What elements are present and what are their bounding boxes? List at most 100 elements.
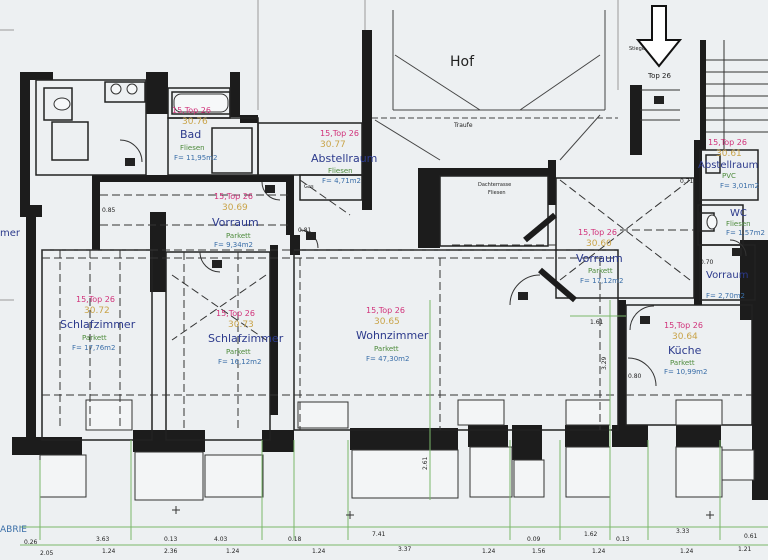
door-swings: [119, 139, 747, 387]
dim-top-6: 7.41: [372, 531, 386, 538]
room-area-vorraum-1: F= 9,34m2: [214, 241, 253, 249]
entrance-arrow-icon: [635, 5, 683, 68]
room-top-vorraum-2: 15,Top 26: [578, 228, 617, 237]
dim-top-8: 1.62: [584, 531, 598, 538]
room-code-abstellraum-2: 30.61: [716, 149, 742, 159]
dim-bottom-11: 1.21: [738, 546, 752, 553]
room-floor-schlafzimmer-2: Parkett: [226, 348, 251, 356]
room-area-wc: F= 1,57m2: [726, 229, 765, 237]
room-area-kueche: F= 10,99m2: [664, 368, 707, 376]
entrance-label: Top 26: [647, 72, 671, 80]
door-mark-4: 0.70: [700, 259, 714, 266]
dim-bottom-3: 2.36: [164, 548, 178, 555]
room-area-abstellraum: F= 4,71m2: [322, 177, 361, 185]
terrace-label-line1: Dachterrasse: [478, 182, 511, 188]
room-floor-abstellraum-2: PVC: [722, 172, 736, 180]
room-top-abstellraum: 15,Top 26: [320, 129, 359, 138]
room-code-wohnzimmer: 30.65: [374, 317, 400, 327]
room-floor-abstellraum: Fliesen: [328, 167, 353, 175]
gas-label: Gas: [304, 184, 314, 190]
dashed-beam-lines: [42, 179, 752, 430]
courtyard-lines: [372, 10, 618, 161]
door-mark-2: 0.81: [298, 227, 312, 234]
room-code-schlafzimmer-2: 30.73: [228, 320, 254, 330]
dim-bottom-8: 1.56: [532, 548, 546, 555]
room-code-kueche: 30.64: [672, 332, 698, 342]
room-name-vorraum-2: Vorraum: [576, 252, 623, 265]
dim-bottom-7: 1.24: [482, 548, 496, 555]
room-name-wc: WC: [730, 208, 747, 219]
dim-top-1: 0.26: [24, 539, 38, 546]
dim-bottom-4: 1.24: [226, 548, 240, 555]
room-area-vorraum-2: F= 17,12m2: [580, 277, 623, 285]
room-area-vorraum-3: F= 2,70m2: [706, 292, 745, 300]
terrace-label-line2: Fliesen: [488, 190, 506, 196]
dim-bottom-9: 1.24: [592, 548, 606, 555]
room-area-bad: F= 11,95m2: [174, 154, 217, 162]
traufe-label: Traufe: [453, 122, 473, 129]
staircase: [640, 40, 768, 150]
dim-top-9: 0.13: [616, 536, 630, 543]
room-code-schlafzimmer-1: 30.72: [84, 306, 110, 316]
room-area-abstellraum-2: F= 3,01m2: [720, 182, 759, 190]
room-top-kueche: 15,Top 26: [664, 321, 703, 330]
dim-bottom-1: 2.05: [40, 550, 54, 557]
room-floor-vorraum-1: Parkett: [226, 232, 251, 240]
window-bays: [39, 399, 755, 501]
room-top-abstellraum-2: 15,Top 26: [708, 138, 747, 147]
room-code-abstellraum: 30.77: [320, 140, 346, 150]
room-top-vorraum-1: 15,Top 26: [214, 192, 253, 201]
room-floor-kueche: Parkett: [670, 359, 695, 367]
interior-walls: [35, 79, 759, 441]
dim-misc-1: 1.61: [590, 319, 604, 326]
room-floor-wc: Fliesen: [726, 220, 751, 228]
room-name-schlafzimmer-1: Schlafzimmer: [60, 318, 136, 331]
courtyard-label: Hof: [450, 54, 475, 70]
room-name-bad: Bad: [180, 128, 201, 141]
dim-bottom-10: 1.24: [680, 548, 694, 555]
dim-misc-3: 2.61: [422, 456, 429, 470]
room-name-vorraum-1: Vorraum: [212, 216, 259, 229]
plan-labels: Hof Traufe Stiege Top 26 Dachterrasse Fl…: [0, 46, 765, 557]
dim-top-5: 0.18: [288, 536, 302, 543]
angled-walls: [523, 212, 577, 303]
room-name-partial-left: mer: [0, 228, 21, 239]
stair-label: Stiege: [629, 46, 645, 52]
room-top-wohnzimmer: 15,Top 26: [366, 306, 405, 315]
dim-top-4: 4.03: [214, 536, 228, 543]
door-mark-3: 0.71: [680, 178, 694, 185]
room-name-wohnzimmer: Wohnzimmer: [356, 329, 429, 342]
dim-top-7: 0.09: [527, 536, 541, 543]
room-name-schlafzimmer-2: Schlafzimmer: [208, 332, 284, 345]
door-mark-1: 0.85: [102, 207, 116, 214]
room-area-schlafzimmer-1: F= 17,76m2: [72, 344, 115, 352]
dim-bottom-5: 1.24: [312, 548, 326, 555]
room-floor-schlafzimmer-1: Parkett: [82, 334, 107, 342]
logo-text: ABRIE: [0, 525, 27, 535]
room-name-abstellraum: Abstellraum: [311, 152, 377, 165]
bathroom-fixtures: [53, 83, 718, 230]
room-floor-bad: Fliesen: [180, 144, 205, 152]
dim-bottom-2: 1.24: [102, 548, 116, 555]
survey-lines: [20, 300, 768, 546]
dim-top-11: 0.61: [744, 533, 758, 540]
room-top-schlafzimmer-2: 15,Top 26: [216, 309, 255, 318]
room-area-schlafzimmer-2: F= 16,12m2: [218, 358, 261, 366]
dim-bottom-6: 3.37: [398, 546, 412, 553]
room-top-bad: 15,Top 26: [172, 106, 211, 115]
room-floor-vorraum-2: Parkett: [588, 267, 613, 275]
dim-top-10: 3.33: [676, 528, 690, 535]
room-name-kueche: Küche: [668, 344, 702, 357]
dim-misc-2: 3.29: [601, 356, 608, 370]
dim-top-2: 3.63: [96, 536, 110, 543]
radiator-symbols: [125, 96, 742, 324]
room-floor-wohnzimmer: Parkett: [374, 345, 399, 353]
crosshair-marks: [172, 506, 714, 519]
room-code-vorraum-2: 30.60: [586, 239, 612, 249]
door-mark-5: 0.80: [628, 373, 642, 380]
room-top-schlafzimmer-1: 15,Top 26: [76, 295, 115, 304]
dim-top-3: 0.13: [164, 536, 178, 543]
room-area-wohnzimmer: F= 47,30m2: [366, 355, 409, 363]
room-code-vorraum-1: 30.69: [222, 203, 248, 213]
